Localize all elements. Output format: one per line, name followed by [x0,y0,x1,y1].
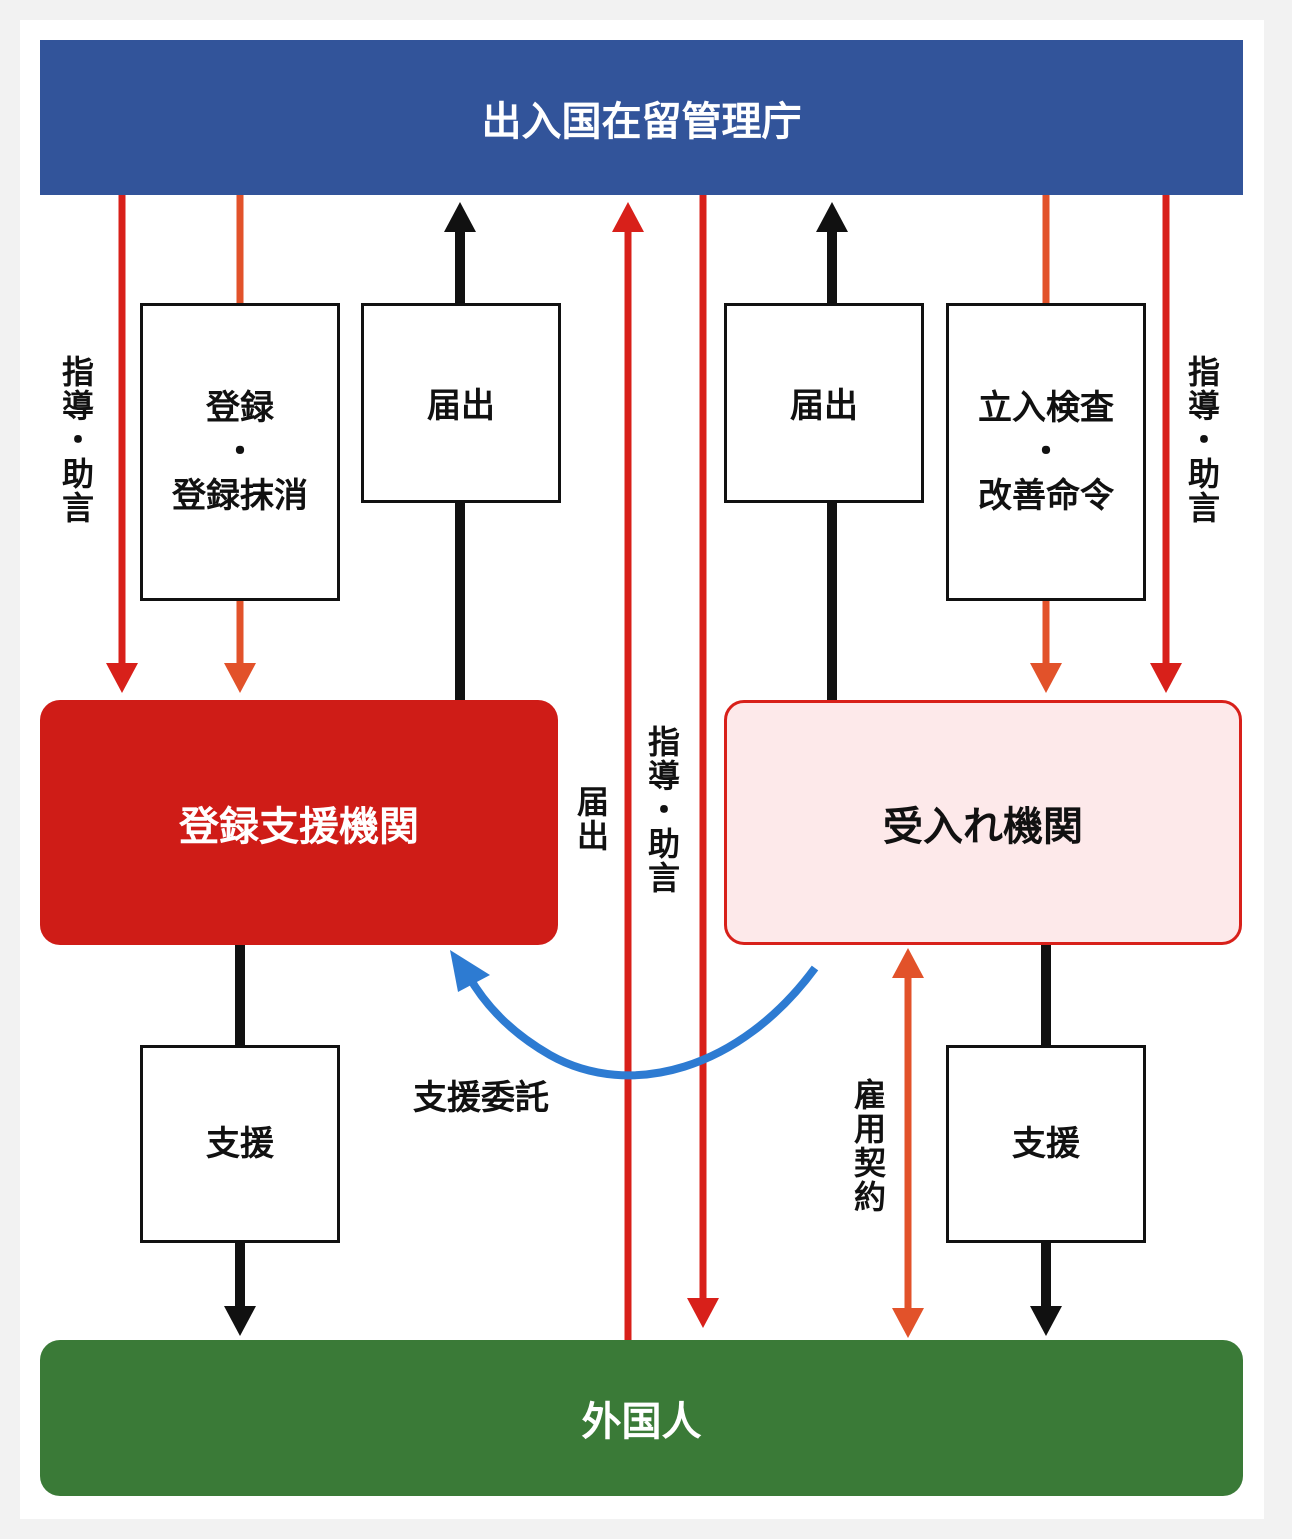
inspection-box: 立入検査 ・ 改善命令 [946,303,1146,601]
inspection-arrow [1030,195,1062,693]
support-box-right: 支援 [946,1045,1146,1243]
report-label-center: 届出 [572,785,610,853]
report-arrow-right [816,202,848,700]
employment-contract-label: 雇用契約 [849,1078,887,1214]
report-label-right: 届出 [790,386,858,426]
support-entrust-arrow [450,950,819,1080]
foreign-national-footer: 外国人 [40,1340,1243,1496]
registered-support-org-name: 登録支援機関 [179,803,419,850]
guidance-label-left: 指導・助言 [57,355,95,525]
arrow-layer [106,195,1182,1340]
support-box-left: 支援 [140,1045,340,1243]
support-arrow-left [224,945,256,1336]
employment-contract-arrow [892,948,924,1338]
immigration-agency-header: 出入国在留管理庁 [40,40,1243,195]
diagram-canvas: 出入国在留管理庁 登録支援機関 受入れ機関 外国人 登録 ・ 登録抹消 届出 届… [20,20,1264,1519]
guidance-arrow-center [687,195,719,1328]
guidance-label-center: 指導・助言 [643,725,681,895]
report-box-right: 届出 [724,303,924,503]
support-entrust-label: 支援委託 [413,1078,549,1118]
registered-support-org-box: 登録支援機関 [40,700,558,945]
foreign-national-title: 外国人 [581,1399,702,1445]
support-label-left: 支援 [206,1123,274,1164]
guidance-label-right: 指導・助言 [1183,355,1221,525]
registration-separator: ・ [223,431,257,472]
registration-arrow [224,195,256,693]
guidance-arrow-left [106,195,138,693]
receiving-org-box: 受入れ機関 [724,700,1242,945]
report-arrow-left [444,202,476,700]
receiving-org-name: 受入れ機関 [883,803,1083,850]
inspection-line2: 改善命令 [978,476,1114,517]
support-label-right: 支援 [1012,1123,1080,1164]
report-box-left: 届出 [361,303,561,503]
guidance-arrow-right [1150,195,1182,693]
registration-line2: 登録抹消 [172,476,308,517]
inspection-separator: ・ [1029,431,1063,472]
registration-line1: 登録 [206,387,274,428]
inspection-line1: 立入検査 [978,387,1114,428]
report-arrow-center [612,202,644,1340]
registration-box: 登録 ・ 登録抹消 [140,303,340,601]
report-label-left: 届出 [427,386,495,426]
immigration-agency-title: 出入国在留管理庁 [481,98,802,145]
support-arrow-right [1030,945,1062,1336]
